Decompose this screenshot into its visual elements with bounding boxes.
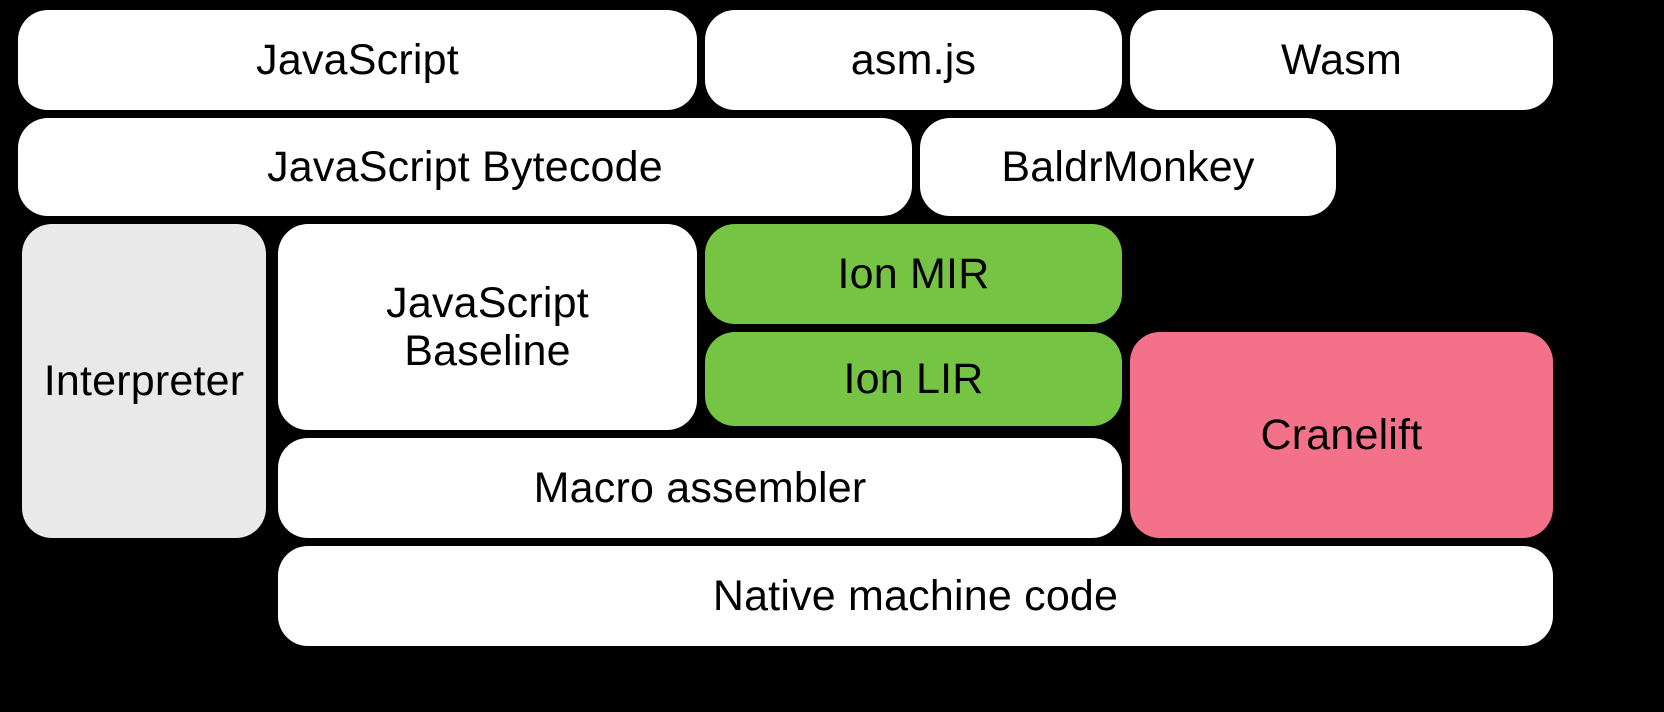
node-javascript-baseline[interactable]: JavaScript Baseline [278,224,697,430]
node-javascript[interactable]: JavaScript [18,10,697,110]
node-native-machine-code[interactable]: Native machine code [278,546,1553,646]
node-cranelift[interactable]: Cranelift [1130,332,1553,538]
node-interpreter[interactable]: Interpreter [22,224,266,538]
node-javascript-bytecode[interactable]: JavaScript Bytecode [18,118,912,216]
node-ion-lir[interactable]: Ion LIR [705,332,1122,426]
node-wasm[interactable]: Wasm [1130,10,1553,110]
node-ion-mir[interactable]: Ion MIR [705,224,1122,324]
node-macro-assembler[interactable]: Macro assembler [278,438,1122,538]
node-baldrmonkey[interactable]: BaldrMonkey [920,118,1336,216]
node-asm-js[interactable]: asm.js [705,10,1122,110]
